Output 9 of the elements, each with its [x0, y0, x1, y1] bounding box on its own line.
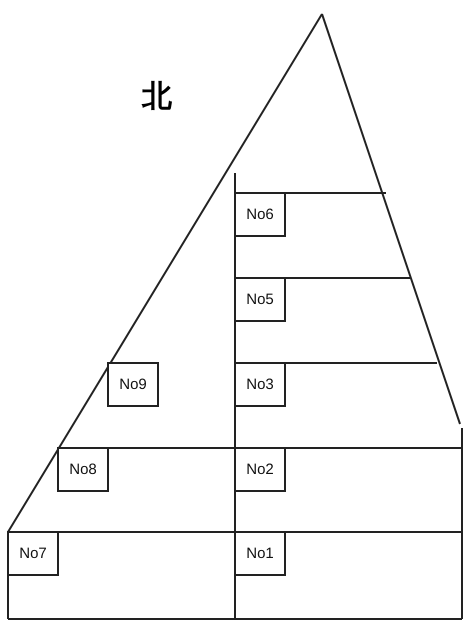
plot-label-box: No1 [234, 531, 286, 576]
plot-label-box: No5 [234, 277, 286, 322]
plot-label-box: No2 [234, 447, 286, 492]
plot-label-box: No6 [234, 192, 286, 237]
direction-label: 北 [142, 82, 172, 112]
plot-label-box: No3 [234, 362, 286, 407]
plot-label-box: No8 [57, 447, 109, 492]
plot-label-box: No7 [7, 531, 59, 576]
plot-label-box: No9 [107, 362, 159, 407]
